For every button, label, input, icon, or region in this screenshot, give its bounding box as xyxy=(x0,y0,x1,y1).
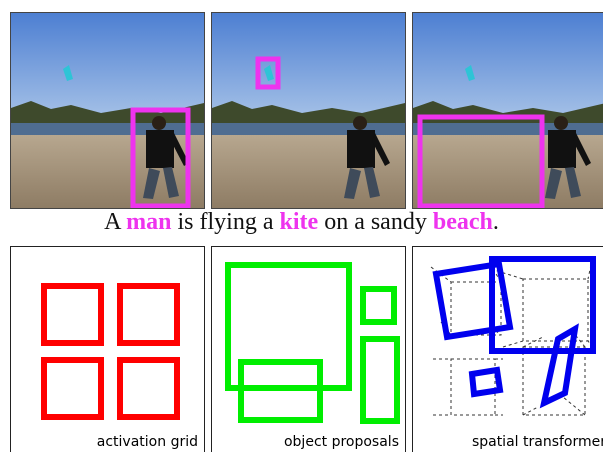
caption-man: man xyxy=(126,209,172,235)
grid-box xyxy=(41,357,104,420)
proposal-box xyxy=(238,359,323,423)
transformer-box xyxy=(432,260,514,341)
caption-beach: beach xyxy=(432,209,493,235)
transformer-box xyxy=(468,366,504,398)
panel-spatial-transformer: spatial transformer xyxy=(412,246,603,452)
kite xyxy=(264,65,274,81)
beach-highlight-box xyxy=(417,114,545,208)
caption-kite: kite xyxy=(279,209,319,235)
reference-cell xyxy=(450,358,496,416)
kite xyxy=(63,65,73,81)
caption-text: . xyxy=(492,209,499,235)
panel-object-proposals: object proposals xyxy=(211,246,406,452)
grid-box xyxy=(117,283,180,346)
man-figure xyxy=(344,116,390,199)
panel-label-spatial-transformer: spatial transformer xyxy=(471,434,603,450)
man-highlight-box xyxy=(130,107,191,208)
man-figure xyxy=(545,116,591,199)
caption-text: on a sandy xyxy=(318,209,433,235)
proposal-box xyxy=(225,262,352,391)
kite-highlight-box xyxy=(255,56,281,90)
transformer-box xyxy=(539,323,579,409)
transformer-box xyxy=(489,256,596,354)
caption-text: is flying a xyxy=(171,209,280,235)
proposal-box xyxy=(360,286,397,325)
photo-man-highlight xyxy=(10,12,205,209)
photo-kite-highlight xyxy=(211,12,406,209)
man-figure xyxy=(143,116,189,199)
kite xyxy=(465,65,475,81)
caption-text: A xyxy=(104,209,127,235)
grid-box xyxy=(41,283,104,346)
perspective-lines xyxy=(430,264,594,416)
grid-box xyxy=(117,357,180,420)
photo-beach-highlight xyxy=(412,12,603,209)
panel-activation-grid: activation grid xyxy=(10,246,205,452)
figure-caption: A man is flying a kite on a sandy beach. xyxy=(0,209,603,236)
panel-label-object-proposals: object proposals xyxy=(283,434,399,450)
reference-cell xyxy=(522,278,589,342)
panel-label-activation-grid: activation grid xyxy=(96,434,198,450)
proposal-box xyxy=(360,336,400,424)
